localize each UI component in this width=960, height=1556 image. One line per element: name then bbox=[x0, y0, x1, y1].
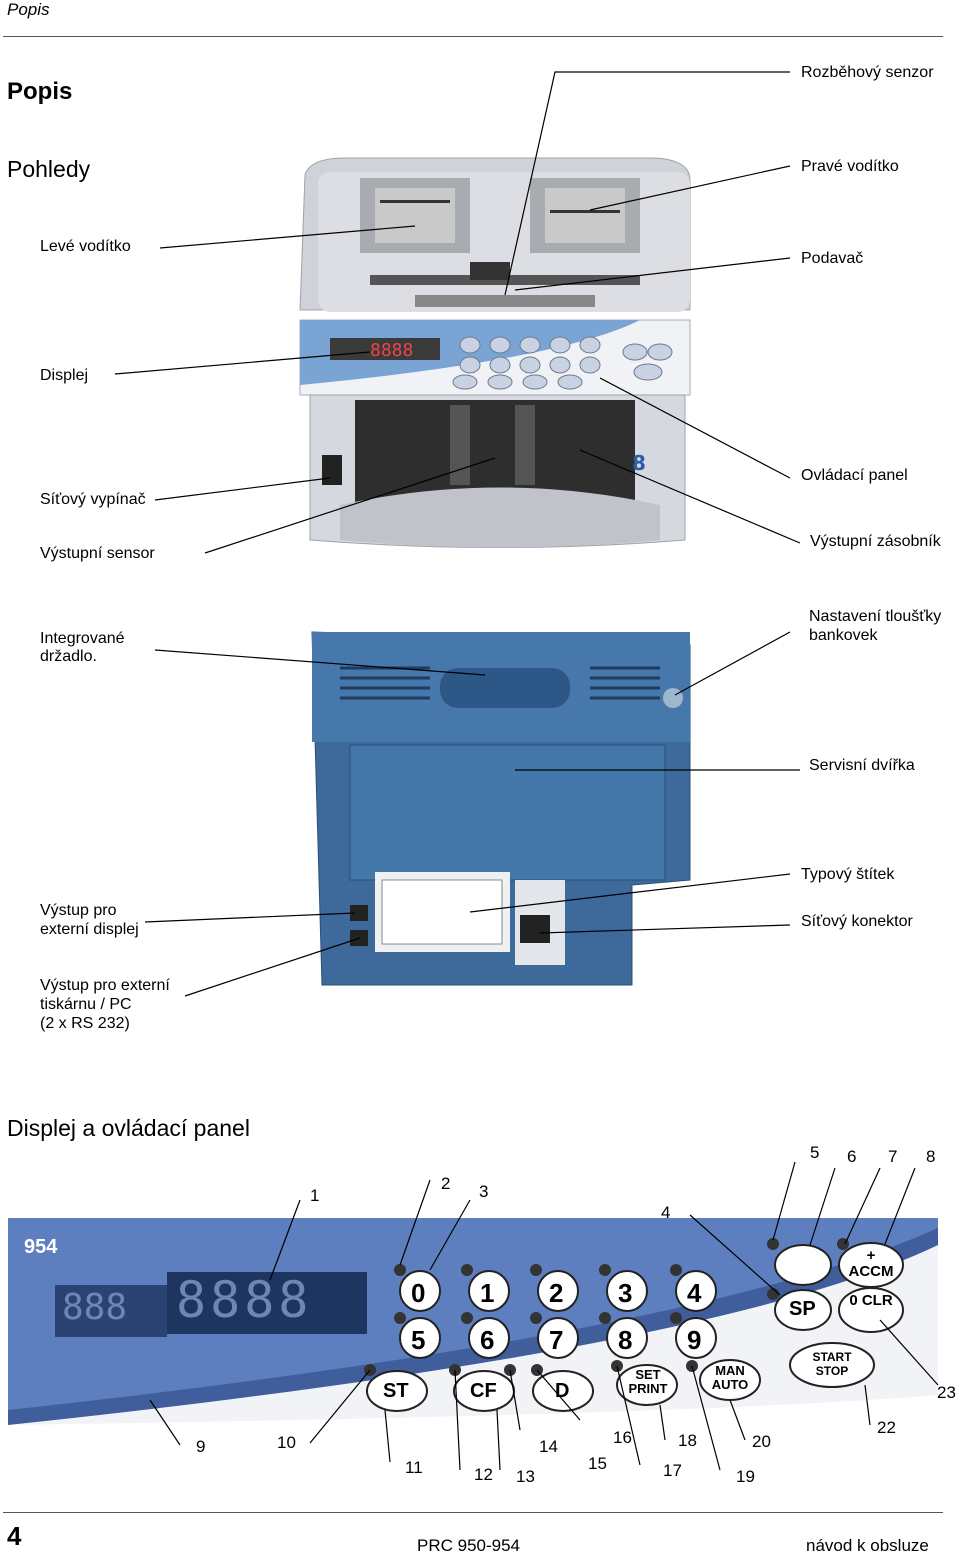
label-control-panel: Ovládací panel bbox=[801, 467, 908, 485]
key-d[interactable]: D bbox=[555, 1380, 569, 1403]
callout-5: 5 bbox=[810, 1143, 819, 1163]
callout-11: 11 bbox=[405, 1458, 423, 1478]
callout-2: 2 bbox=[441, 1174, 450, 1194]
label-thickness-2: bankovek bbox=[809, 627, 878, 645]
key-accm[interactable]: + ACCM bbox=[845, 1248, 897, 1280]
key-6[interactable]: 6 bbox=[480, 1325, 494, 1356]
display-digits-small: 888 bbox=[62, 1287, 127, 1328]
page-number: 4 bbox=[7, 1521, 21, 1552]
label-startup-sensor: Rozběhový senzor bbox=[801, 64, 934, 82]
callout-3: 3 bbox=[479, 1182, 488, 1202]
key-7[interactable]: 7 bbox=[549, 1325, 563, 1356]
back-machine-image bbox=[312, 632, 690, 985]
callout-10: 10 bbox=[277, 1433, 296, 1453]
label-ext-display-2: externí displej bbox=[40, 921, 139, 939]
callout-17: 17 bbox=[663, 1461, 682, 1481]
label-handle-1: Integrované bbox=[40, 630, 125, 648]
key-clr[interactable]: 0 CLR bbox=[845, 1293, 897, 1309]
label-power-connector: Síťový konektor bbox=[801, 913, 913, 931]
key-set-print[interactable]: SET PRINT bbox=[624, 1368, 672, 1396]
svg-text:8: 8 bbox=[632, 451, 646, 475]
callout-8: 8 bbox=[926, 1147, 935, 1167]
callout-1: 1 bbox=[310, 1186, 319, 1206]
footer-model: PRC 950-954 bbox=[417, 1536, 520, 1556]
callout-4: 4 bbox=[661, 1203, 670, 1223]
key-3[interactable]: 3 bbox=[618, 1278, 632, 1309]
key-2[interactable]: 2 bbox=[549, 1278, 563, 1309]
label-rating-plate: Typový štítek bbox=[801, 866, 894, 884]
key-st[interactable]: ST bbox=[383, 1380, 409, 1403]
callout-9: 9 bbox=[196, 1437, 205, 1457]
callout-12: 12 bbox=[474, 1465, 493, 1485]
key-5[interactable]: 5 bbox=[411, 1325, 425, 1356]
callout-20: 20 bbox=[752, 1432, 771, 1452]
key-start-stop[interactable]: START STOP bbox=[800, 1350, 864, 1378]
label-printer-2: tiskárnu / PC bbox=[40, 996, 132, 1014]
svg-text:8888: 8888 bbox=[370, 340, 413, 361]
label-printer-1: Výstup pro externí bbox=[40, 977, 170, 995]
label-feeder: Podavač bbox=[801, 250, 863, 268]
display-digits-big: 8888 bbox=[176, 1271, 312, 1329]
callout-14: 14 bbox=[539, 1437, 558, 1457]
callout-13: 13 bbox=[516, 1467, 535, 1487]
callout-7: 7 bbox=[888, 1147, 897, 1167]
key-9[interactable]: 9 bbox=[687, 1325, 701, 1356]
callout-23: 23 bbox=[937, 1383, 956, 1403]
callout-18: 18 bbox=[678, 1431, 697, 1451]
label-thickness-1: Nastavení tloušťky bbox=[809, 608, 941, 626]
callout-6: 6 bbox=[847, 1147, 856, 1167]
label-power-switch: Síťový vypínač bbox=[40, 491, 146, 509]
callout-16: 16 bbox=[613, 1428, 632, 1448]
callout-22: 22 bbox=[877, 1418, 896, 1438]
key-4[interactable]: 4 bbox=[687, 1278, 701, 1309]
key-cf[interactable]: CF bbox=[470, 1380, 497, 1403]
label-service-door: Servisní dvířka bbox=[809, 757, 915, 775]
label-display: Displej bbox=[40, 367, 88, 385]
callout-15: 15 bbox=[588, 1454, 607, 1474]
label-ext-display-1: Výstup pro bbox=[40, 902, 116, 920]
footer-doc-title: návod k obsluze bbox=[806, 1536, 929, 1556]
key-8[interactable]: 8 bbox=[618, 1325, 632, 1356]
panel-model: 954 bbox=[24, 1236, 57, 1259]
panel-heading: Displej a ovládací panel bbox=[7, 1115, 250, 1142]
label-right-guide: Pravé vodítko bbox=[801, 158, 899, 176]
label-handle-2: držadlo. bbox=[40, 648, 97, 666]
key-1[interactable]: 1 bbox=[480, 1278, 494, 1309]
label-printer-3: (2 x RS 232) bbox=[40, 1015, 130, 1033]
footer-rule bbox=[3, 1512, 943, 1513]
label-output-sensor: Výstupní sensor bbox=[40, 545, 155, 563]
label-left-guide: Levé vodítko bbox=[40, 238, 131, 256]
key-0[interactable]: 0 bbox=[411, 1278, 425, 1309]
key-man-auto[interactable]: MAN AUTO bbox=[706, 1364, 754, 1392]
label-output-tray: Výstupní zásobník bbox=[810, 533, 941, 551]
callout-19: 19 bbox=[736, 1467, 755, 1487]
key-sp[interactable]: SP bbox=[789, 1298, 816, 1321]
